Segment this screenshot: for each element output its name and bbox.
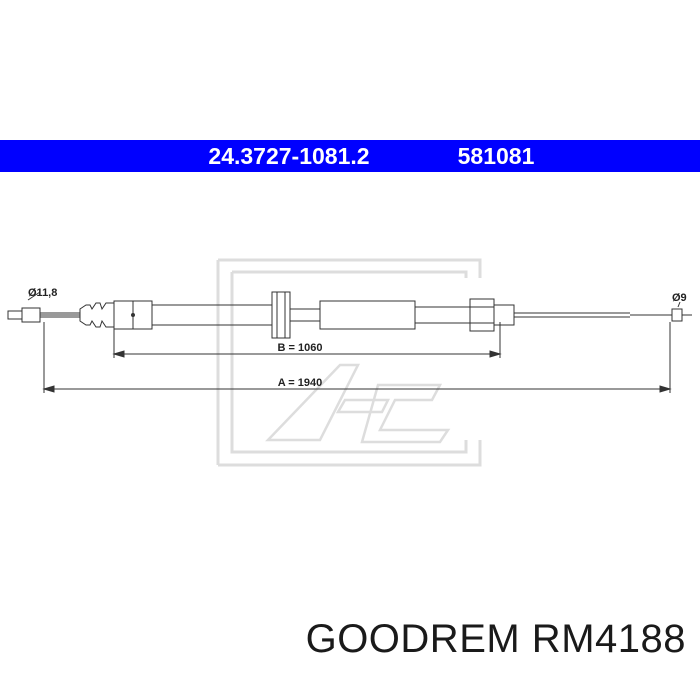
left-diameter-leader	[27, 291, 41, 301]
leader-lines	[27, 291, 681, 308]
dimension-a-label: A = 1940	[278, 377, 323, 389]
left-diameter-label: Ø11,8	[28, 287, 57, 299]
ref-number: 581081	[458, 143, 535, 169]
left-end-nipple	[7, 310, 23, 320]
brand-caption: GOODREM RM4188	[305, 617, 686, 661]
dim-b-left-arrow	[112, 350, 125, 358]
sheath-section-2	[289, 308, 321, 322]
ate-logo-mark	[265, 363, 451, 444]
cable-assembly	[7, 291, 692, 339]
right-hex-fitting	[469, 298, 495, 332]
sheath-section-3	[319, 300, 416, 330]
dimension-b-label: B = 1060	[278, 342, 323, 354]
header-svg: 24.3727-1081.2 581081	[0, 140, 700, 172]
right-ferrule	[493, 304, 515, 326]
sheath-section-1	[151, 304, 273, 326]
left-end-ferrule	[21, 307, 41, 323]
dim-a-right-arrow	[659, 385, 672, 393]
dimension-lines	[42, 322, 672, 393]
dim-b-right-arrow	[489, 350, 502, 358]
left-bellows	[79, 302, 115, 328]
header-bar: 24.3727-1081.2 581081	[0, 140, 700, 172]
header-background	[0, 140, 700, 172]
part-number: 24.3727-1081.2	[208, 143, 369, 169]
right-end-nipple	[671, 308, 683, 322]
dim-a-left-arrow	[42, 385, 55, 393]
sheath-section-4	[414, 306, 471, 324]
right-diameter-leader	[677, 301, 681, 308]
logo-frame	[216, 258, 482, 467]
watermark-logo	[216, 258, 482, 467]
left-connector-dot	[131, 313, 135, 317]
logo-inner-frame	[230, 270, 468, 454]
right-diameter-label: Ø9	[672, 292, 687, 304]
grommet	[271, 291, 291, 339]
